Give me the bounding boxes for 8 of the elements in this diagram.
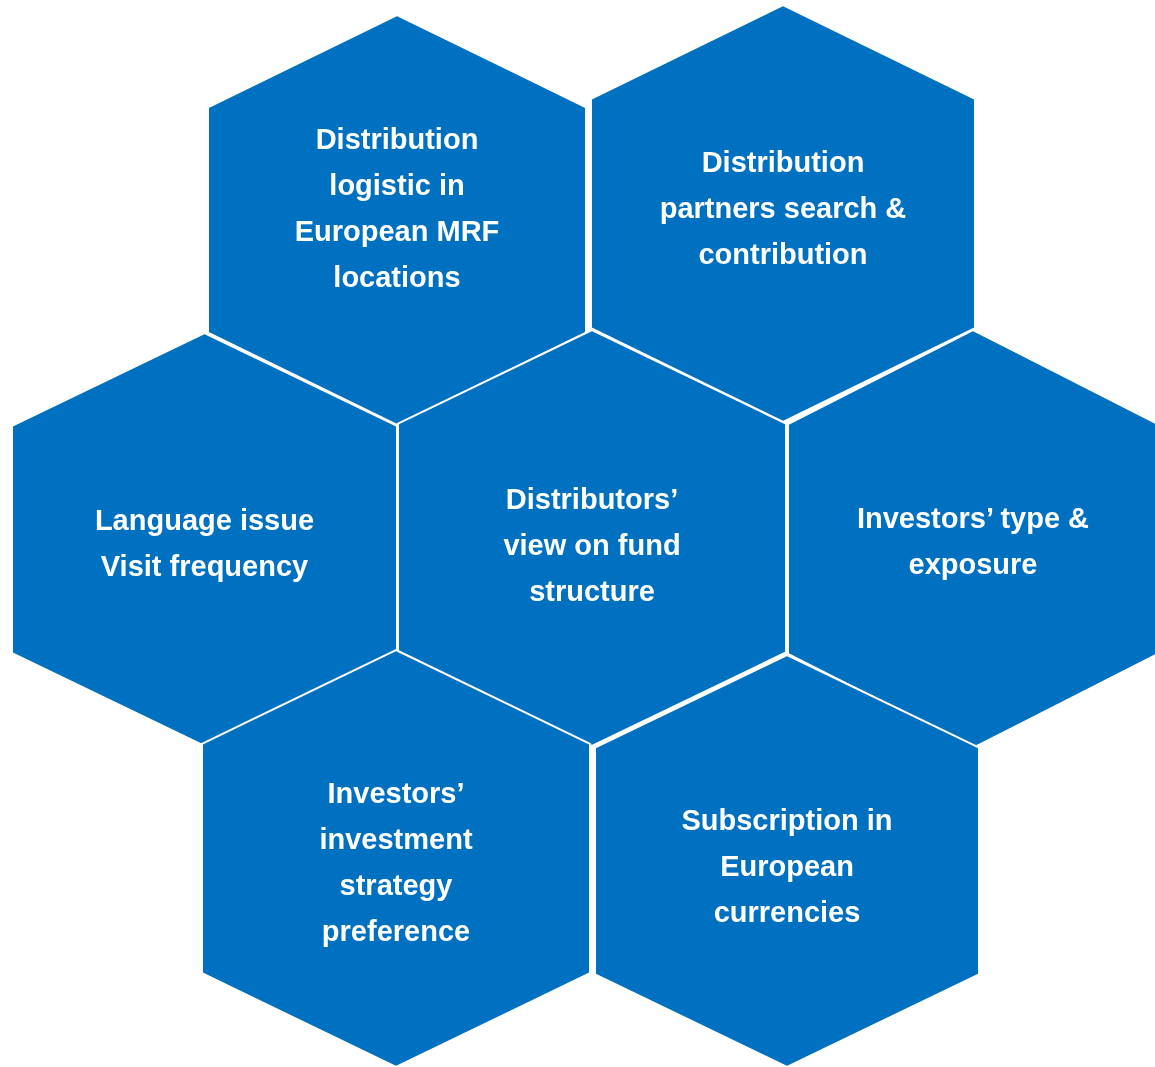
tile-label: Visit frequency (100, 548, 309, 584)
tile-label: Language issue (94, 502, 315, 538)
tile-label: Investors’ type & exposure (855, 501, 1091, 582)
tile-label: Distribution partners search & contribution (658, 144, 908, 272)
tile-label: Subscription in European currencies (680, 803, 894, 930)
tile-label: Investors’ investment strategy preference (318, 775, 474, 949)
tile-label: Distribution logistic in European MRF locations (293, 122, 501, 295)
tile-label: Distributors’ view on fund structure (502, 482, 682, 609)
